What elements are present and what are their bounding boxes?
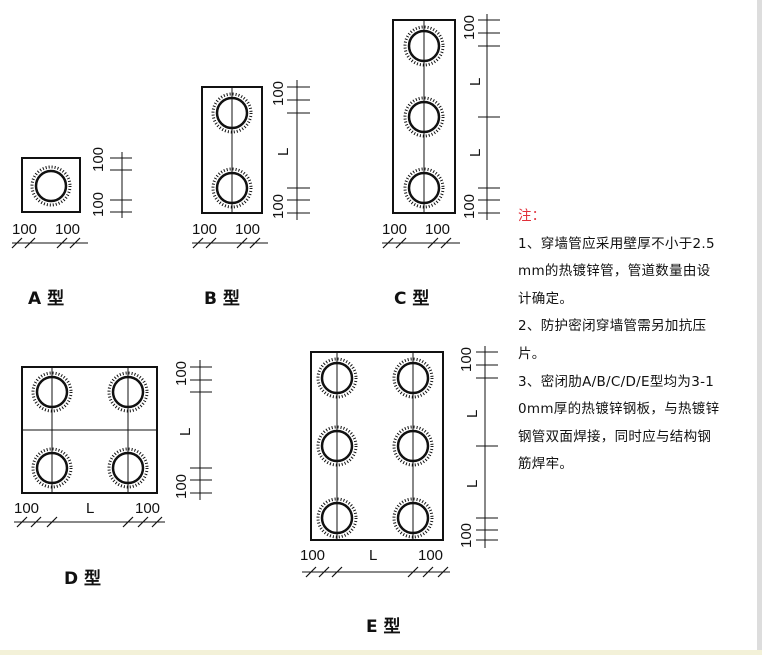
note-line: 3、密闭肋A/B/C/D/E型均为3-1: [518, 373, 715, 390]
figure-b: 100 L 100 100 100 B 型: [192, 80, 310, 309]
dim-100: 100: [458, 347, 475, 372]
dim-100: 100: [382, 221, 407, 238]
dim-l: L: [275, 148, 292, 156]
figure-label-d: D 型: [64, 568, 101, 589]
dim-100: 100: [90, 192, 107, 217]
figure-e: 100 L L 100 100 L 100 E 型: [300, 346, 498, 637]
dim-100: 100: [461, 15, 478, 40]
note-line: 2、防护密闭穿墙管需另加抗压: [518, 318, 707, 335]
dim-100: 100: [173, 474, 190, 499]
note-line: 筋焊牢。: [518, 456, 574, 473]
dim-l: L: [369, 547, 377, 564]
dim-100: 100: [235, 221, 260, 238]
note-line: 钢管双面焊接，同时应与结构钢: [518, 428, 712, 445]
dim-100: 100: [300, 547, 325, 564]
notes-title: 注：: [518, 208, 546, 224]
dim-100: 100: [418, 547, 443, 564]
note-line: mm的热镀锌管，管道数量由设: [518, 263, 711, 280]
dim-100: 100: [270, 81, 287, 106]
dim-100: 100: [14, 500, 39, 517]
dim-l: L: [467, 78, 484, 86]
dim-l: L: [177, 428, 194, 436]
right-edge: [757, 0, 762, 655]
dim-100: 100: [270, 194, 287, 219]
dim-100: 100: [458, 523, 475, 548]
note-line: 计确定。: [518, 290, 574, 307]
note-line: 1、穿墙管应采用壁厚不小于2.5: [518, 235, 715, 252]
note-line: 片。: [518, 345, 546, 362]
dim-100: 100: [461, 194, 478, 219]
dim-100: 100: [12, 221, 37, 238]
dim-100: 100: [425, 221, 450, 238]
notes-panel: 注： 1、穿墙管应采用壁厚不小于2.5 mm的热镀锌管，管道数量由设 计确定。 …: [518, 203, 758, 479]
figure-label-a: A 型: [28, 288, 64, 309]
dim-l: L: [467, 149, 484, 157]
dim-l: L: [86, 500, 94, 517]
figure-a: 100 100 100 100 A 型: [11, 147, 132, 309]
pipe: [30, 165, 72, 207]
figure-label-e: E 型: [366, 616, 401, 637]
dim-100: 100: [192, 221, 217, 238]
note-line: 0mm厚的热镀锌钢板，与热镀锌: [518, 401, 720, 418]
dim-l: L: [464, 480, 481, 488]
figure-label-c: C 型: [394, 288, 429, 309]
dim-l: L: [464, 410, 481, 418]
figure-d: 100 L 100 100 L 100 D 型: [14, 360, 212, 589]
dim-100: 100: [173, 361, 190, 386]
dim-100: 100: [90, 147, 107, 172]
dim-100: 100: [55, 221, 80, 238]
plate-e: [310, 351, 444, 541]
figure-label-b: B 型: [204, 288, 240, 309]
bottom-strip: [0, 650, 762, 655]
dim-100: 100: [135, 500, 160, 517]
plate-a: [21, 157, 81, 213]
figure-c: 100 L L 100 100 100 C 型: [382, 14, 500, 309]
